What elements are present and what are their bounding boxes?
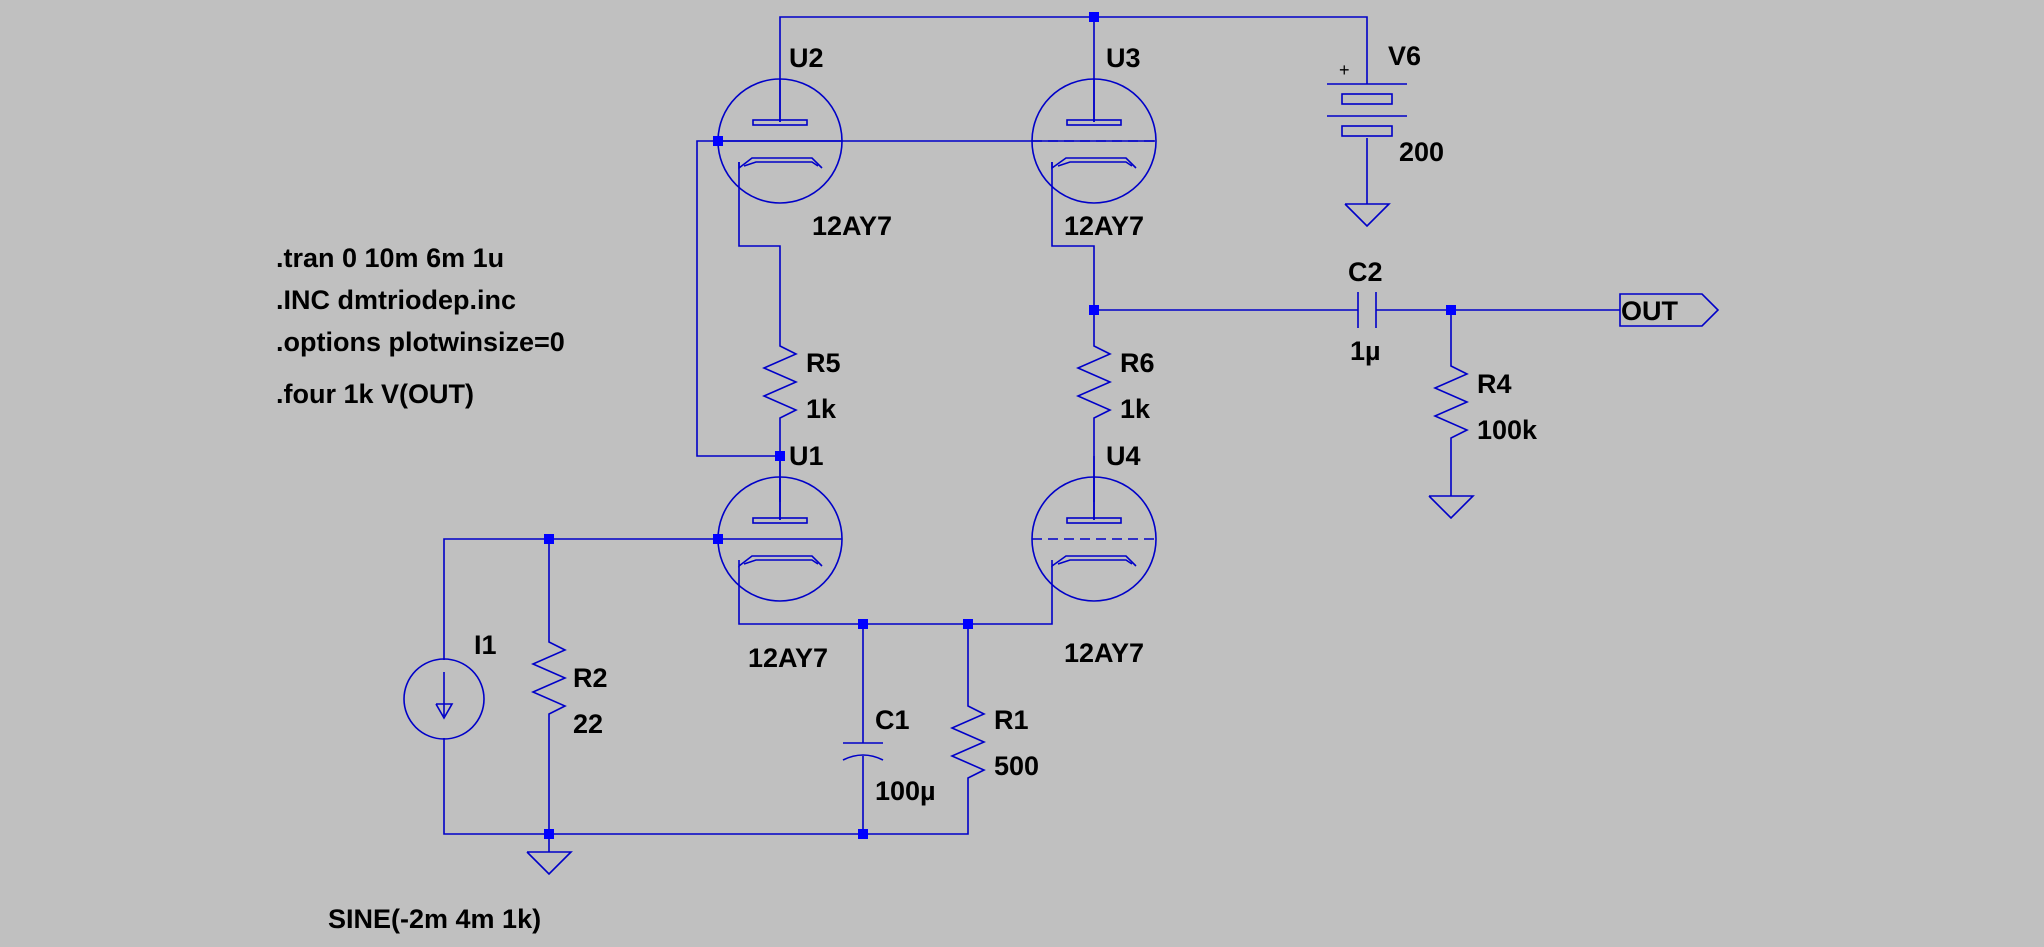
u4-value-label: 12AY7 bbox=[1064, 638, 1144, 668]
out-net-label: OUT bbox=[1621, 296, 1679, 326]
v6-plus-sign: + bbox=[1339, 60, 1350, 80]
resistor-r1[interactable] bbox=[950, 700, 986, 800]
tube-u1[interactable] bbox=[717, 476, 843, 602]
directive-inc[interactable]: .INC dmtriodep.inc bbox=[276, 285, 516, 315]
resistor-r2[interactable] bbox=[531, 636, 567, 722]
u2-name-label: U2 bbox=[789, 43, 824, 73]
r6-value-label: 1k bbox=[1120, 394, 1151, 424]
u3-value-label: 12AY7 bbox=[1064, 211, 1144, 241]
u1-value-label: 12AY7 bbox=[748, 643, 828, 673]
r4-value-label: 100k bbox=[1477, 415, 1538, 445]
c2-value-label: 1µ bbox=[1350, 336, 1381, 366]
u1-name-label: U1 bbox=[789, 441, 824, 471]
r5-value-label: 1k bbox=[806, 394, 837, 424]
tube-u4[interactable] bbox=[1031, 476, 1157, 602]
ground-symbol-input bbox=[526, 851, 573, 876]
r4-name-label: R4 bbox=[1477, 369, 1512, 399]
ground-symbol-r4 bbox=[1428, 495, 1475, 520]
capacitor-c1[interactable] bbox=[842, 742, 884, 761]
v6-value-label: 200 bbox=[1399, 137, 1444, 167]
wire-u3-cathode[interactable] bbox=[1051, 162, 1095, 340]
c2-name-label: C2 bbox=[1348, 257, 1383, 287]
resistor-r4[interactable] bbox=[1433, 360, 1469, 446]
r5-name-label: R5 bbox=[806, 348, 841, 378]
current-source-i1[interactable] bbox=[403, 658, 485, 740]
r2-value-label: 22 bbox=[573, 709, 603, 739]
directive-options[interactable]: .options plotwinsize=0 bbox=[276, 327, 565, 357]
wire-input-bottom[interactable] bbox=[443, 738, 969, 835]
out-net-flag[interactable] bbox=[1619, 293, 1720, 327]
directive-tran[interactable]: .tran 0 10m 6m 1u bbox=[276, 243, 504, 273]
i1-name-label: I1 bbox=[474, 630, 497, 660]
capacitor-c2[interactable] bbox=[1357, 292, 1377, 328]
r6-name-label: R6 bbox=[1120, 348, 1155, 378]
resistor-r6[interactable] bbox=[1076, 340, 1112, 426]
directive-four[interactable]: .four 1k V(OUT) bbox=[276, 379, 474, 409]
wire-input-top[interactable] bbox=[443, 538, 718, 660]
c1-value-label: 100µ bbox=[875, 776, 936, 806]
r2-name-label: R2 bbox=[573, 663, 608, 693]
wire-cathode-node[interactable] bbox=[738, 566, 1053, 625]
u3-name-label: U3 bbox=[1106, 43, 1141, 73]
tube-u2[interactable] bbox=[717, 78, 843, 204]
u2-value-label: 12AY7 bbox=[812, 211, 892, 241]
wire-grid-feedback[interactable] bbox=[696, 140, 780, 457]
resistor-r5[interactable] bbox=[762, 340, 798, 426]
ground-symbol-v6 bbox=[1344, 203, 1391, 228]
battery-v6[interactable] bbox=[1327, 62, 1407, 137]
source-spec-label[interactable]: SINE(-2m 4m 1k) bbox=[328, 904, 541, 934]
wire-top-rail[interactable] bbox=[779, 16, 1368, 122]
wire-u2-cathode[interactable] bbox=[738, 162, 781, 340]
c1-name-label: C1 bbox=[875, 705, 910, 735]
tube-u3[interactable] bbox=[1031, 78, 1157, 204]
u4-name-label: U4 bbox=[1106, 441, 1141, 471]
r1-value-label: 500 bbox=[994, 751, 1039, 781]
v6-name-label: V6 bbox=[1388, 41, 1421, 71]
junctions bbox=[544, 12, 1456, 839]
r1-name-label: R1 bbox=[994, 705, 1029, 735]
